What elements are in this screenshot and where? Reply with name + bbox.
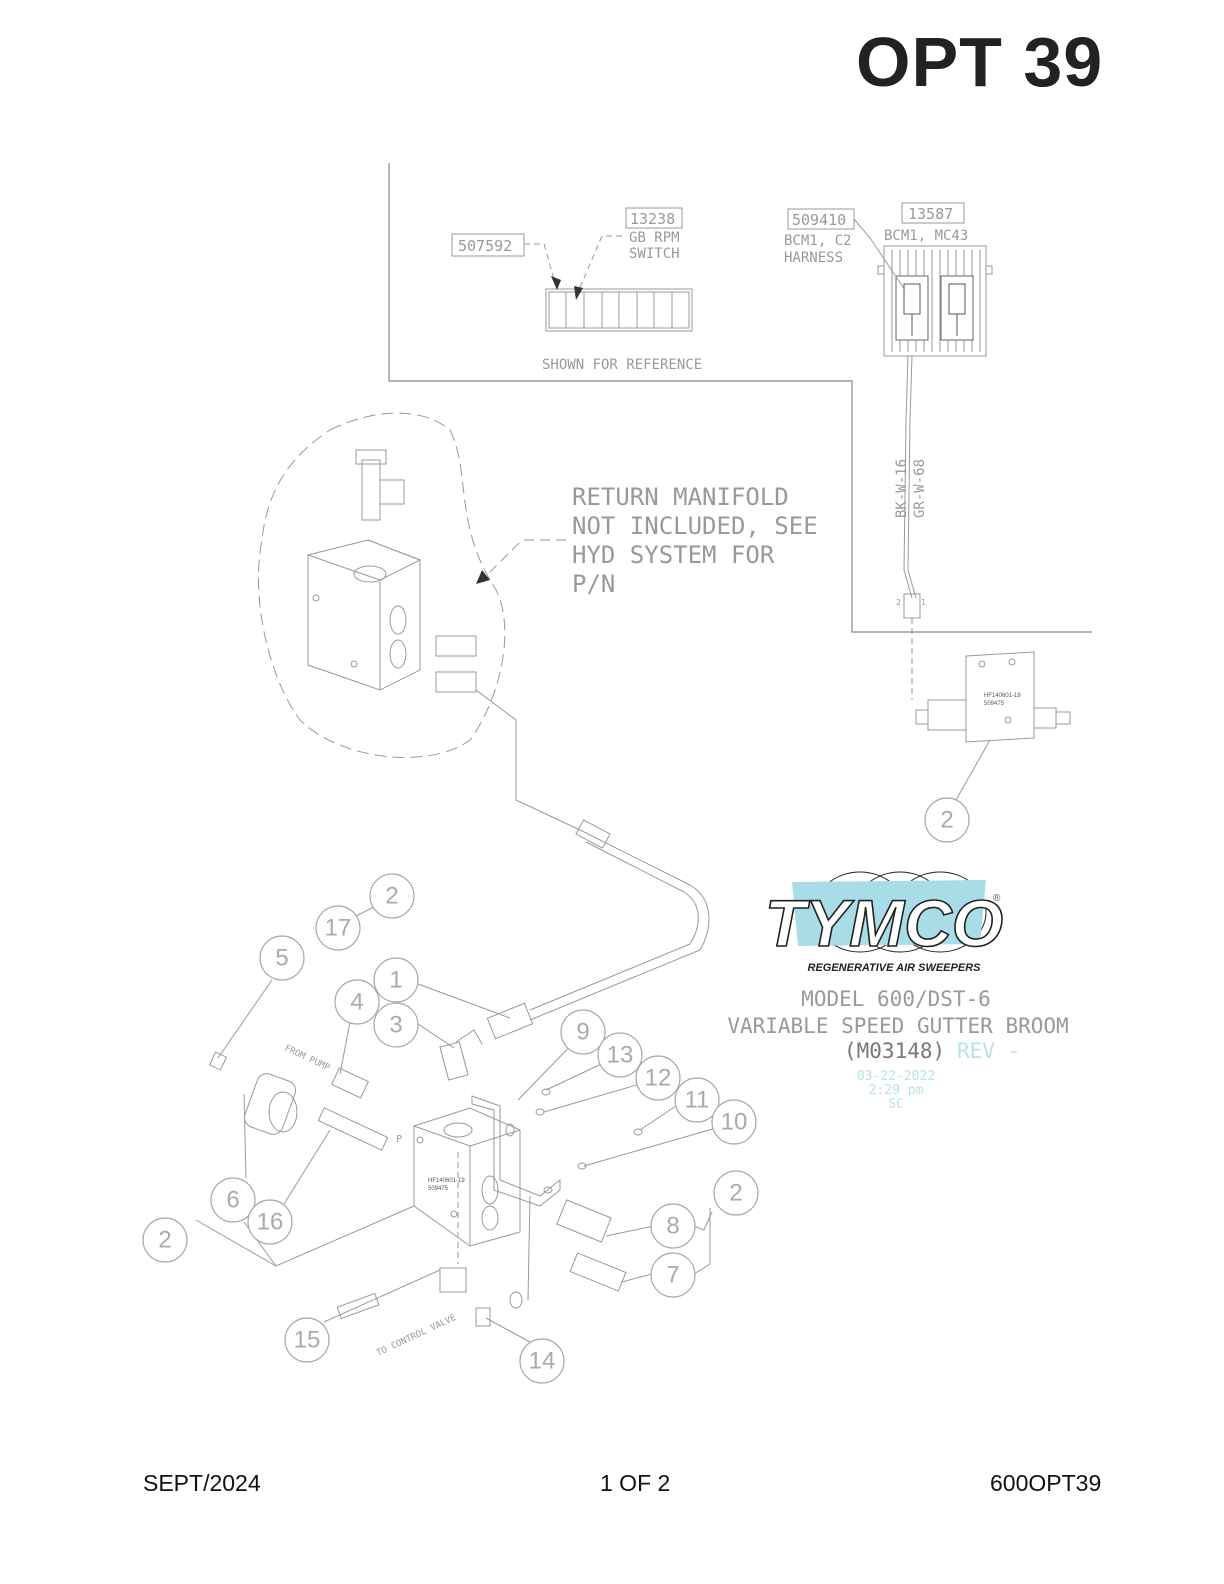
page-title: OPT 39: [856, 23, 1104, 101]
wire-bk-w-16: BK-W-16: [894, 459, 910, 518]
model-label: MODEL 600/DST-6: [801, 987, 991, 1011]
balloon-2b: 2: [369, 873, 415, 919]
bcm1-mc43-label: BCM1, MC43: [884, 228, 968, 244]
bcm1-c2-line1: BCM1, C2: [784, 233, 851, 249]
return-manifold-note: RETURN MANIFOLD NOT INCLUDED, SEE HYD SY…: [476, 483, 818, 598]
valve-label-lower-1: HF140601-19: [428, 1178, 465, 1184]
balloon-2c: 2: [713, 1170, 759, 1216]
svg-text:2: 2: [385, 883, 398, 910]
balloon-7: 7: [650, 1252, 696, 1298]
svg-text:13: 13: [607, 1042, 634, 1069]
wire-gr-w-68: GR-W-68: [912, 459, 928, 518]
balloon-3: 3: [373, 1002, 419, 1048]
valve-label-upper-1: HF140601-19: [984, 693, 1021, 699]
note-line-2: NOT INCLUDED, SEE: [572, 512, 818, 540]
bcm1-c2-line2: HARNESS: [784, 250, 843, 266]
balloon-10: 10: [711, 1099, 757, 1145]
title-block: MODEL 600/DST-6 VARIABLE SPEED GUTTER BR…: [727, 987, 1068, 1112]
balloon-8: 8: [650, 1203, 696, 1249]
note-line-1: RETURN MANIFOLD: [572, 483, 789, 511]
part-13587-label: 13587: [908, 205, 953, 223]
balloon-14: 14: [519, 1338, 565, 1384]
logo-wordmark: TYMCO: [765, 886, 1003, 960]
note-line-3: HYD SYSTEM FOR: [572, 541, 775, 569]
balloon-17: 17: [315, 905, 361, 951]
valve-label-lower-2: 509475: [428, 1186, 449, 1192]
balloon-1: 1: [373, 957, 419, 1003]
svg-text:16: 16: [257, 1209, 284, 1236]
balloon-16: 16: [247, 1199, 293, 1245]
switch-panel: [545, 288, 693, 332]
svg-text:4: 4: [350, 989, 363, 1016]
port-p-label: P: [396, 1134, 402, 1145]
svg-text:6: 6: [226, 1187, 239, 1214]
part-13587-callout: 13587 BCM1, MC43: [884, 202, 968, 244]
description-label: VARIABLE SPEED GUTTER BROOM: [727, 1014, 1068, 1038]
balloon-12: 12: [635, 1055, 681, 1101]
svg-text:2: 2: [158, 1227, 171, 1254]
solenoid-valve-upper: HF140601-19 509475: [915, 651, 1071, 801]
balloon-13: 13: [597, 1032, 643, 1078]
balloon-2d: 2: [142, 1217, 188, 1263]
balloon-15: 15: [284, 1317, 330, 1363]
logo-tagline: REGENERATIVE AIR SWEEPERS: [808, 962, 982, 974]
reference-frame: [388, 163, 1092, 633]
balloon-9: 9: [560, 1009, 606, 1055]
bcm-module: [877, 245, 993, 357]
drawing-initials: SC: [888, 1097, 904, 1112]
revision-label: REV -: [957, 1039, 1020, 1063]
svg-text:2: 2: [940, 807, 953, 834]
drawing-number: (M03148): [844, 1039, 945, 1063]
svg-text:1: 1: [389, 967, 402, 994]
balloon-4: 4: [334, 979, 380, 1025]
svg-text:3: 3: [389, 1012, 402, 1039]
shown-for-reference-label: SHOWN FOR REFERENCE: [542, 357, 702, 373]
to-control-valve-label: TO CONTROL VALVE: [375, 1313, 458, 1359]
tymco-logo: TYMCO ® REGENERATIVE AIR SWEEPERS: [764, 871, 1004, 974]
svg-text:17: 17: [325, 915, 352, 942]
part-507592-label: 507592: [458, 237, 512, 255]
svg-text:11: 11: [685, 1087, 710, 1114]
footer-doc-number: 600OPT39: [990, 1470, 1102, 1496]
valve-label-upper-2: 509475: [984, 701, 1005, 707]
gb-rpm-line1: GB RPM: [629, 230, 680, 246]
connector-pin-1: 1: [921, 598, 926, 607]
balloon-11: 11: [674, 1077, 720, 1123]
fittings: [208, 1029, 643, 1327]
balloon-5: 5: [259, 935, 305, 981]
svg-text:14: 14: [529, 1348, 556, 1375]
balloon-6: 6: [210, 1177, 256, 1223]
part-13238-label: 13238: [630, 210, 675, 228]
svg-text:15: 15: [294, 1327, 321, 1354]
svg-text:8: 8: [666, 1213, 679, 1240]
harness-wires: BK-W-16 GR-W-68 2 1: [894, 355, 928, 700]
return-manifold: [257, 412, 506, 758]
note-line-4: P/N: [572, 570, 615, 598]
hydraulic-hose: [475, 689, 710, 1040]
footer-date: SEPT/2024: [143, 1470, 261, 1496]
balloon-2a: 2: [924, 797, 970, 843]
lower-manifold: HF140601-19 509475: [413, 1095, 561, 1247]
drawing-date: 03-22-2022: [857, 1069, 935, 1084]
part-509410-callout: 509410 BCM1, C2 HARNESS: [784, 208, 906, 291]
registered-mark: ®: [993, 893, 1001, 904]
svg-text:5: 5: [275, 945, 288, 972]
connector-pin-2: 2: [896, 598, 901, 607]
part-509410-label: 509410: [792, 211, 846, 229]
from-pump-label: FROM PUMP: [283, 1044, 332, 1074]
gb-rpm-line2: SWITCH: [629, 246, 680, 262]
svg-text:7: 7: [666, 1262, 679, 1289]
svg-text:9: 9: [576, 1019, 589, 1046]
part-507592-callout: 507592: [451, 233, 561, 290]
part-13238-callout: 13238 GB RPM SWITCH: [574, 207, 683, 300]
drawing-time: 2:29 pm: [869, 1083, 924, 1098]
svg-text:12: 12: [645, 1065, 672, 1092]
svg-text:2: 2: [729, 1180, 742, 1207]
footer-page-number: 1 OF 2: [600, 1470, 671, 1496]
svg-text:10: 10: [721, 1109, 748, 1136]
